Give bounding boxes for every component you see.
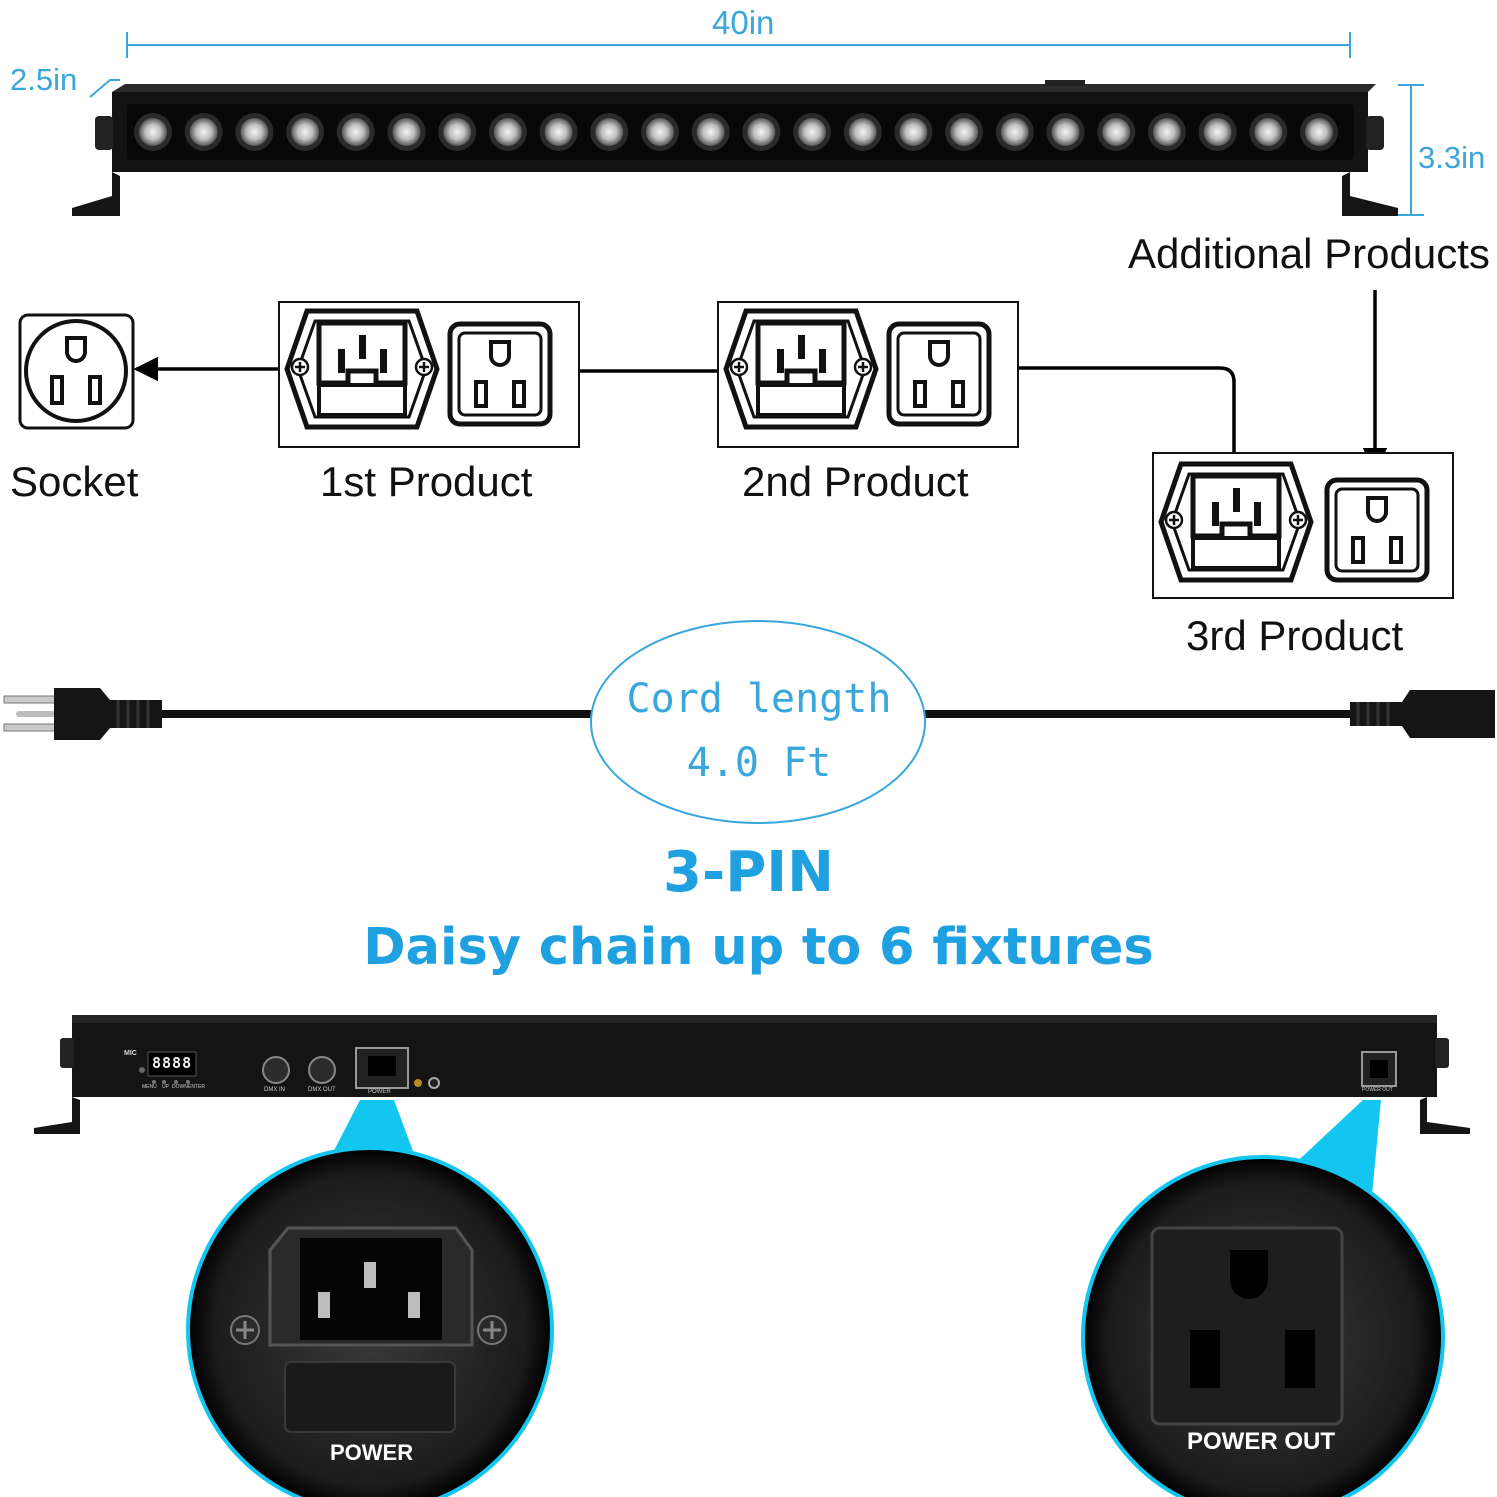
led-lens-inner xyxy=(240,118,269,146)
mic-label: MIC xyxy=(124,1050,137,1057)
led-bar-front xyxy=(72,80,1398,216)
third-product-label: 3rd Product xyxy=(1186,612,1404,659)
led-lens-inner xyxy=(747,118,776,146)
power-out-zoom-circle xyxy=(1081,1155,1445,1497)
headline-3pin: 3-PIN xyxy=(663,840,834,905)
power-out-callout-label: POWER OUT xyxy=(1187,1428,1335,1455)
led-lens-inner xyxy=(443,118,472,146)
led-lens-inner xyxy=(595,118,624,146)
cord-length-value: 4.0 Ft xyxy=(686,740,832,786)
cord-length-text: Cord length xyxy=(626,676,892,722)
up-label: UP xyxy=(162,1084,169,1090)
power-callout-label: POWER xyxy=(330,1440,414,1465)
led-lens-inner xyxy=(1102,118,1131,146)
led-lens-inner xyxy=(1051,118,1080,146)
height-dimension: 3.3in xyxy=(1418,140,1486,175)
headline-daisy-chain: Daisy chain up to 6 fixtures xyxy=(363,918,1154,977)
second-product-label: 2nd Product xyxy=(742,458,969,505)
led-lens-inner xyxy=(1254,118,1283,146)
rear-power-label: POWER xyxy=(368,1089,391,1095)
depth-dimension: 2.5in xyxy=(10,62,78,97)
led-bar-rear xyxy=(34,1015,1470,1134)
product-box-3 xyxy=(1152,452,1454,599)
product-box-1 xyxy=(278,301,580,448)
led-lens-inner xyxy=(189,118,218,146)
dmx-in-label: DMX IN xyxy=(264,1087,285,1093)
dmx-out-label: DMX OUT xyxy=(308,1087,336,1093)
led-lens-inner xyxy=(139,118,167,146)
wall-socket xyxy=(18,313,135,430)
led-lens-inner xyxy=(493,118,522,146)
additional-products-label: Additional Products xyxy=(1128,230,1490,277)
cord-length-ellipse xyxy=(590,620,926,824)
led-lens-inner xyxy=(950,118,979,146)
led-lens-inner xyxy=(392,118,421,146)
led-lens-inner xyxy=(645,118,674,146)
socket-label: Socket xyxy=(10,458,139,505)
dimension-lines xyxy=(89,32,1424,216)
product-box-2 xyxy=(717,301,1019,448)
led-lens-inner xyxy=(798,118,827,146)
length-dimension: 40in xyxy=(712,4,775,41)
led-lens-inner xyxy=(1152,118,1181,146)
led-lens-inner xyxy=(544,118,573,146)
menu-label: MENU xyxy=(142,1084,157,1090)
led-display: 8888 xyxy=(152,1054,193,1072)
led-lens-inner xyxy=(1305,118,1333,146)
led-lens-inner xyxy=(291,118,320,146)
led-lens-inner xyxy=(1203,118,1232,146)
led-lens-inner xyxy=(1000,118,1029,146)
led-lens-inner xyxy=(848,118,877,146)
power-zoom-circle xyxy=(186,1146,554,1497)
first-product-label: 1st Product xyxy=(320,458,533,505)
led-lens-inner xyxy=(341,118,370,146)
enter-label: ENTER xyxy=(188,1084,205,1090)
led-lens-inner xyxy=(696,118,725,146)
down-label: DOWN xyxy=(172,1084,188,1090)
led-lens-inner xyxy=(899,118,928,146)
rear-power-out-label: POWER OUT xyxy=(1362,1087,1393,1093)
